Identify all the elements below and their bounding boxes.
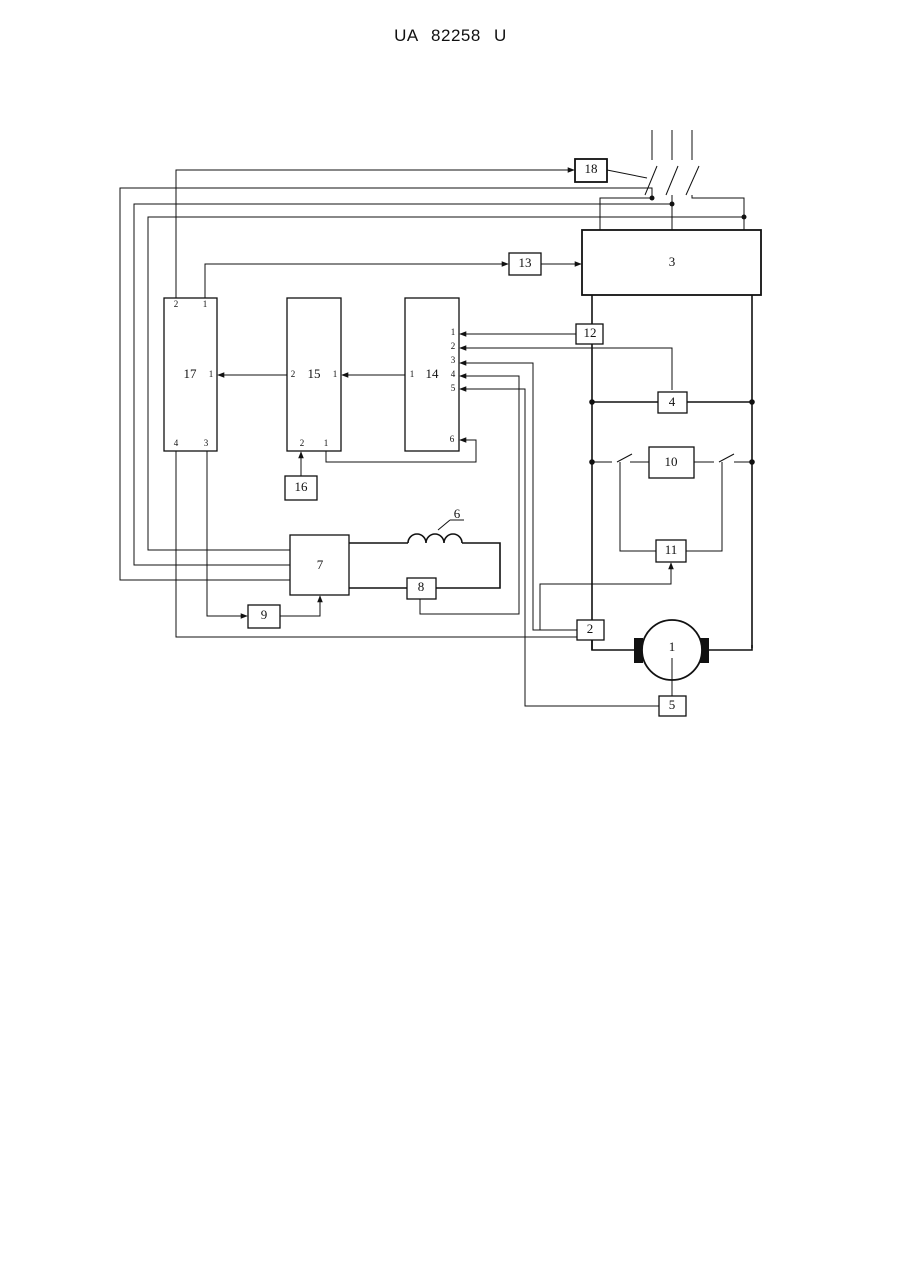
block-15-pin-left: 2 xyxy=(291,369,296,379)
block-6-label: 6 xyxy=(454,506,461,521)
block-3-label: 3 xyxy=(669,254,676,269)
block-17-pin-bottom-4: 4 xyxy=(174,438,179,448)
block-14-pin-1: 1 xyxy=(451,327,456,337)
block-17-pin-bottom-3: 3 xyxy=(204,438,209,448)
block-17-pin-right: 1 xyxy=(209,369,214,379)
block-7-label: 7 xyxy=(317,557,324,572)
block-12-label: 12 xyxy=(584,325,597,340)
block-14-pin-left: 1 xyxy=(410,369,415,379)
block-15-label: 15 xyxy=(308,366,321,381)
block-9-label: 9 xyxy=(261,607,268,622)
power-supply-lines xyxy=(600,130,747,230)
block-4-label: 4 xyxy=(669,394,676,409)
block-13-label: 13 xyxy=(519,255,532,270)
block-18-label: 18 xyxy=(585,161,598,176)
block-14-label: 14 xyxy=(426,366,440,381)
block-11-label: 11 xyxy=(665,542,678,557)
block-15-pin-bottom-2: 2 xyxy=(300,438,305,448)
block-17-label: 17 xyxy=(184,366,198,381)
block-14-pin-3: 3 xyxy=(451,355,456,365)
block-5-label: 5 xyxy=(669,697,676,712)
block-16-label: 16 xyxy=(295,479,309,494)
block-15-pin-bottom-1: 1 xyxy=(324,438,329,448)
motor xyxy=(634,620,709,696)
block-14-pin-2: 2 xyxy=(451,341,456,351)
block-1-label: 1 xyxy=(669,639,676,654)
block-15-pin-right: 1 xyxy=(333,369,338,379)
block-14-pin-4: 4 xyxy=(451,369,456,379)
block-2-label: 2 xyxy=(587,621,594,636)
block-14-pin-6: 6 xyxy=(450,434,455,444)
block-17-pin-top-1: 1 xyxy=(203,299,208,309)
block-10-label: 10 xyxy=(665,454,678,469)
block-17-pin-top-2: 2 xyxy=(174,299,179,309)
block-14-pin-5: 5 xyxy=(451,383,456,393)
block-8-label: 8 xyxy=(418,579,425,594)
